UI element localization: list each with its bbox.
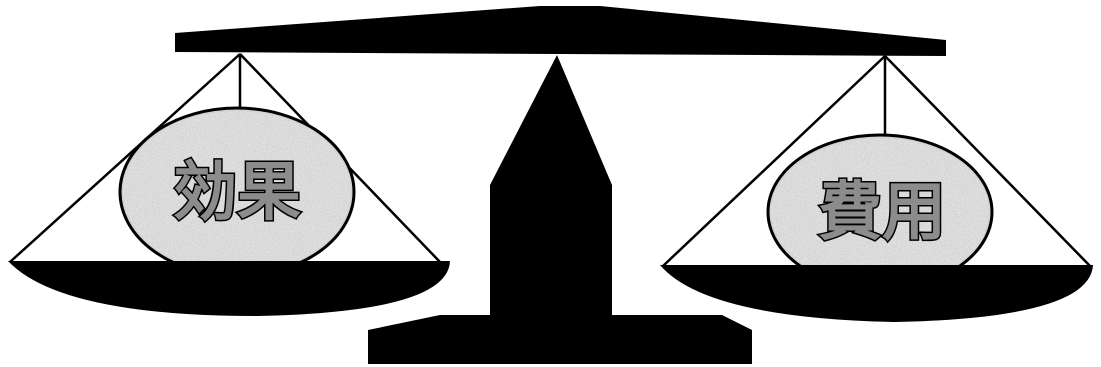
right-pan (660, 265, 1093, 322)
right-weight-label: 費用 (818, 176, 946, 250)
scale-beam (175, 6, 946, 56)
scale-pillar (490, 55, 612, 320)
left-weight: 効果 (120, 108, 354, 276)
scale-base-plate (368, 315, 752, 364)
left-weight-label: 効果 (173, 156, 301, 230)
left-pan (8, 261, 450, 316)
